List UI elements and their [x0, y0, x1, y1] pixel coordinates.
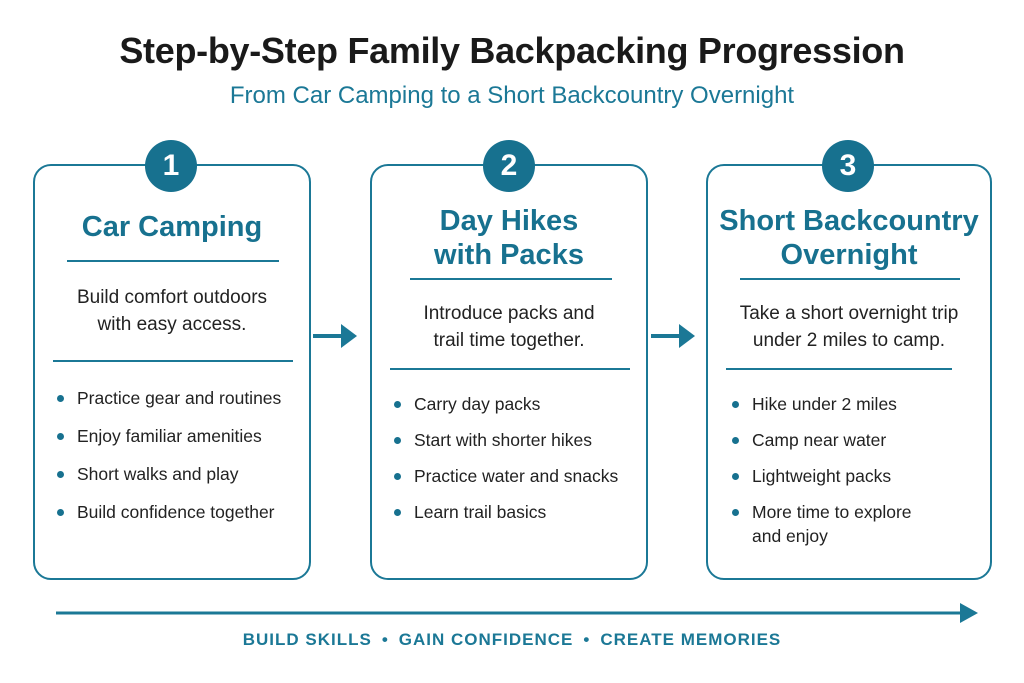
bullet-text: Start with shorter hikes	[414, 430, 592, 450]
step-number-badge-3: 3	[822, 140, 874, 192]
bullet-dot	[732, 509, 739, 516]
step-title-line: Day Hikes	[439, 205, 579, 237]
bullet-dot	[394, 437, 401, 444]
bullet-item: Carry day packs	[392, 392, 642, 416]
bullet-item: Lightweight packs	[730, 464, 930, 488]
step-description: Build comfort outdoors with easy access.	[35, 284, 309, 338]
step-description-line: trail time together.	[433, 330, 585, 351]
bullet-text: Carry day packs	[414, 394, 541, 414]
bullet-dot	[394, 401, 401, 408]
step-number-badge-2: 2	[483, 140, 535, 192]
right-arrow-icon	[313, 324, 357, 348]
bullet-item: Start with shorter hikes	[392, 428, 642, 452]
step-card-3: Short Backcountry Overnight Take a short…	[706, 164, 992, 580]
bullet-text: Camp near water	[752, 430, 887, 450]
progress-arrow-icon	[56, 603, 978, 623]
footer-separator: •	[583, 630, 591, 649]
bullet-dot	[732, 437, 739, 444]
divider	[410, 278, 612, 280]
right-arrow-icon	[651, 324, 695, 348]
step-bullet-list: Carry day packs Start with shorter hikes…	[392, 392, 642, 524]
divider	[390, 368, 630, 370]
step-card-1: Car Camping Build comfort outdoors with …	[33, 164, 311, 580]
step-card-2: Day Hikes with Packs Introduce packs and…	[370, 164, 648, 580]
bullet-item: Camp near water	[730, 428, 930, 452]
step-title-line: Car Camping	[81, 211, 263, 243]
bullet-text: Enjoy familiar amenities	[77, 426, 262, 446]
footer-item: GAIN CONFIDENCE	[398, 630, 574, 649]
page-title: Step-by-Step Family Backpacking Progress…	[119, 30, 905, 71]
bullet-item: More time to explore and enjoy	[730, 500, 930, 548]
step-description-line: Introduce packs and	[423, 303, 595, 324]
step-description-line: Take a short overnight trip	[739, 303, 959, 324]
divider	[740, 278, 960, 280]
bullet-text: Build confidence together	[77, 502, 275, 522]
bullet-dot	[57, 433, 64, 440]
bullet-text: Learn trail basics	[414, 502, 547, 522]
bullet-dot	[57, 509, 64, 516]
bullet-item: Learn trail basics	[392, 500, 642, 524]
bullet-dot	[732, 473, 739, 480]
step-description-line: Build comfort outdoors	[76, 287, 268, 308]
divider	[53, 360, 293, 362]
bullet-item: Practice water and snacks	[392, 464, 642, 488]
bullet-item: Enjoy familiar amenities	[55, 424, 305, 448]
bullet-item: Practice gear and routines	[55, 386, 305, 410]
bullet-item: Short walks and play	[55, 462, 305, 486]
bullet-item: Build confidence together	[55, 500, 305, 524]
bullet-dot	[394, 509, 401, 516]
footer-tagline: BUILD SKILLS • GAIN CONFIDENCE • CREATE MEMO…	[0, 630, 1024, 650]
step-title-line: Short Backcountry	[719, 205, 979, 237]
step-description: Take a short overnight trip under 2 mile…	[708, 300, 990, 354]
bullet-dot	[394, 473, 401, 480]
step-title: Car Camping	[35, 210, 309, 244]
step-description-line: with easy access.	[97, 314, 247, 335]
bullet-dot	[732, 401, 739, 408]
bullet-text: Short walks and play	[77, 464, 239, 484]
step-title-line: Overnight	[780, 239, 918, 271]
step-description-line: under 2 miles to camp.	[752, 330, 946, 351]
divider	[726, 368, 952, 370]
footer-item: BUILD SKILLS	[242, 630, 372, 649]
bullet-text: Practice water and snacks	[414, 466, 619, 486]
bullet-dot	[57, 471, 64, 478]
bullet-text: Hike under 2 miles	[752, 394, 897, 414]
step-title-line: with Packs	[434, 239, 584, 271]
bullet-text: Practice gear and routines	[77, 388, 282, 408]
page-subtitle: From Car Camping to a Short Backcountry …	[229, 82, 795, 109]
bullet-text: Lightweight packs	[752, 466, 892, 486]
footer-item: CREATE MEMORIES	[600, 630, 782, 649]
footer-separator: •	[381, 630, 389, 649]
bullet-item: Hike under 2 miles	[730, 392, 930, 416]
step-title: Short Backcountry Overnight	[708, 204, 990, 272]
divider	[67, 260, 279, 262]
step-description: Introduce packs and trail time together.	[372, 300, 646, 354]
bullet-dot	[57, 395, 64, 402]
step-title: Day Hikes with Packs	[372, 204, 646, 272]
step-bullet-list: Practice gear and routines Enjoy familia…	[55, 386, 305, 524]
step-bullet-list: Hike under 2 miles Camp near water Light…	[730, 392, 930, 548]
bullet-text: More time to explore and enjoy	[752, 502, 912, 546]
step-number-badge-1: 1	[145, 140, 197, 192]
